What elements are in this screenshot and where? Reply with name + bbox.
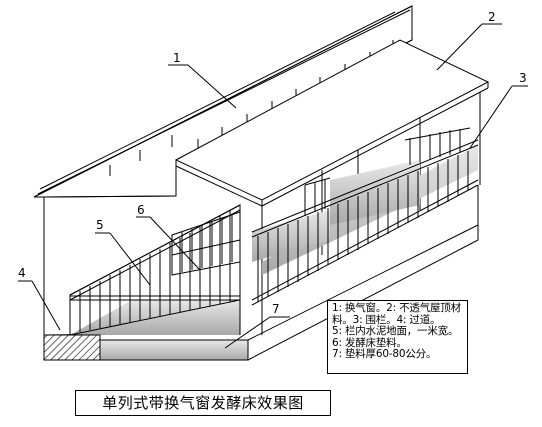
- legend-line-1: 1: 换气窗。2: 不透气屋顶材: [332, 302, 461, 314]
- callout-1: 1: [173, 51, 181, 65]
- front-fence-pickets: [257, 151, 469, 302]
- callout-6: 6: [137, 203, 145, 217]
- legend-line-3: 5: 栏内水泥地面，一米宽。: [332, 325, 459, 338]
- figure-caption: 单列式带换气窗发酵床效果图: [75, 390, 331, 416]
- callout-3: 3: [519, 71, 527, 85]
- legend-line-2: 料。3: 围栏。4: 过道。: [332, 313, 441, 326]
- legend-box: 1: 换气窗。2: 不透气屋顶材 料。3: 围栏。4: 过道。 5: 栏内水泥地…: [327, 300, 468, 374]
- front-fence: [69, 139, 479, 335]
- callout-5: 5: [96, 218, 104, 232]
- callout-leaders: [18, 23, 528, 349]
- callout-7: 7: [272, 302, 280, 316]
- callout-2: 2: [488, 10, 496, 24]
- callout-4: 4: [18, 266, 26, 280]
- roof: [174, 39, 490, 207]
- pen-partitions: [171, 127, 471, 276]
- legend-line-5: 7: 垫料厚60-80公分。: [332, 348, 437, 361]
- legend-line-4: 6: 发酵床垫料。: [332, 336, 407, 349]
